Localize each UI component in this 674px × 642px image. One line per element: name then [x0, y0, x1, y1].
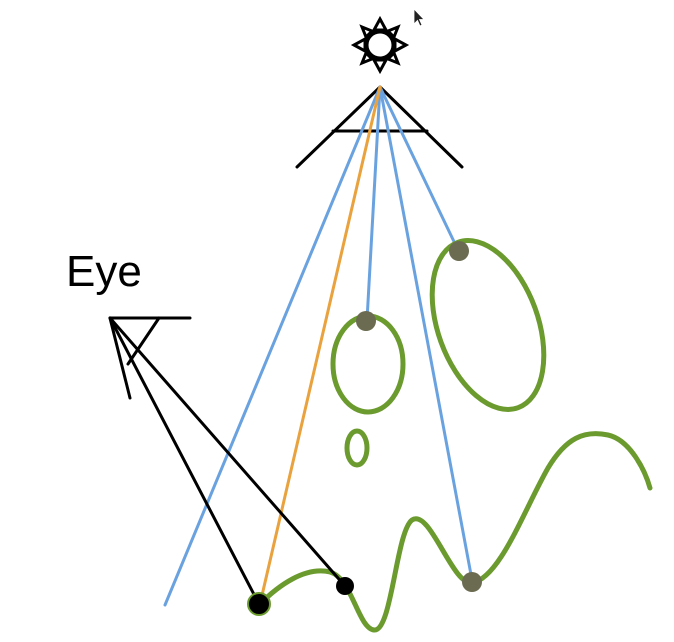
eye-rays	[108, 316, 347, 606]
eye-ray	[108, 316, 347, 588]
tall-ellipse	[429, 238, 547, 412]
light-ray	[378, 85, 460, 252]
surface-point	[449, 241, 469, 261]
sun-icon	[350, 15, 410, 75]
light-ray	[365, 85, 382, 322]
surface-points	[356, 241, 482, 592]
light-frustum	[295, 85, 464, 169]
scene-geometry	[257, 238, 653, 633]
eye-ray	[108, 316, 261, 606]
ground-curve	[257, 431, 653, 633]
eye-hit-point	[336, 577, 354, 595]
small-ellipse	[344, 428, 370, 468]
mouse-pointer-icon	[413, 8, 425, 27]
surface-point	[356, 311, 376, 331]
highlight-ray	[258, 85, 382, 606]
eye-hit-point	[247, 592, 271, 616]
eye-hit-points	[247, 577, 354, 616]
surface-point	[462, 572, 482, 592]
eye-frustum	[108, 316, 192, 400]
light-ray	[378, 85, 474, 582]
light-ray	[163, 85, 382, 607]
eye-label: Eye	[66, 247, 142, 296]
light-rays	[163, 85, 474, 607]
